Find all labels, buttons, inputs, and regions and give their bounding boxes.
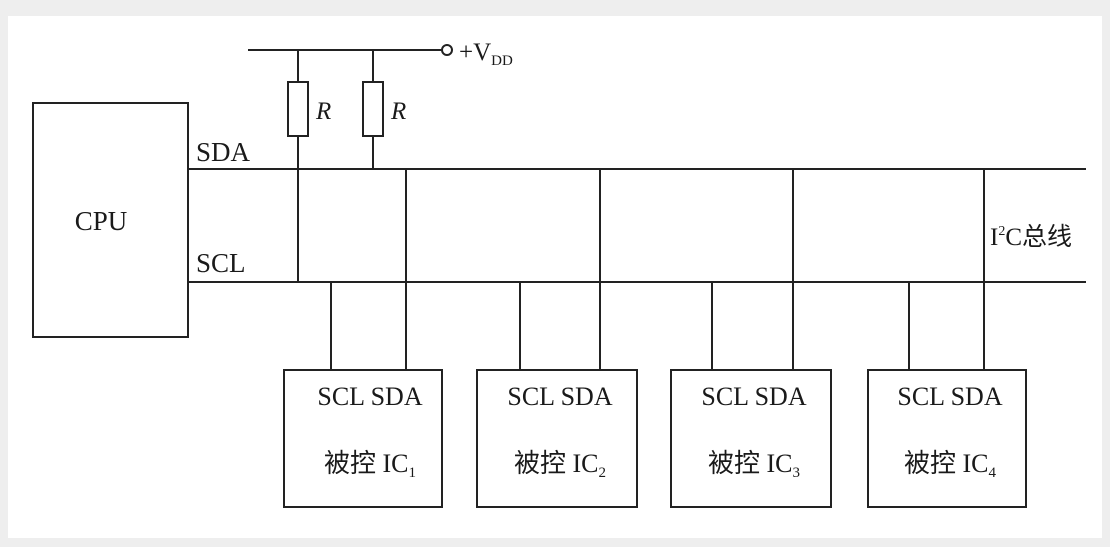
vdd-subscript: DD — [491, 53, 513, 69]
vdd-label: +VDD — [459, 39, 513, 69]
device-3-box — [670, 369, 832, 508]
device-1-box — [283, 369, 443, 508]
bus-label-suffix: C总线 — [1005, 223, 1072, 251]
device-1-name-text: 被控 IC — [324, 449, 409, 478]
device-2-pins: SCL SDA — [507, 382, 612, 411]
left-band — [0, 0, 8, 547]
device-4-box — [867, 369, 1027, 508]
device-1-name: 被控 IC1 — [324, 449, 416, 481]
bus-label: I2C总线 — [990, 223, 1072, 251]
device-2-name-text: 被控 IC — [514, 449, 599, 478]
device-4-name-text: 被控 IC — [904, 449, 989, 478]
cpu-box — [32, 102, 189, 338]
device-3-name: 被控 IC3 — [708, 449, 800, 481]
resistor-1 — [287, 81, 309, 137]
bottom-band — [0, 538, 1110, 547]
device-3-name-text: 被控 IC — [708, 449, 793, 478]
device-2-box — [476, 369, 638, 508]
cpu-label: CPU — [75, 206, 128, 236]
vdd-prefix: +V — [459, 39, 491, 66]
device-3-index: 3 — [793, 465, 801, 481]
right-band — [1102, 0, 1110, 547]
device-1-pins: SCL SDA — [317, 382, 422, 411]
resistor-2-label: R — [390, 98, 406, 125]
bus-label-prefix: I — [990, 224, 998, 251]
top-band — [0, 0, 1110, 16]
scl-label: SCL — [196, 248, 246, 278]
device-2-index: 2 — [599, 465, 607, 481]
device-3-pins: SCL SDA — [701, 382, 806, 411]
bus-label-superscript: 2 — [998, 224, 1005, 239]
device-1-index: 1 — [409, 465, 417, 481]
sda-label: SDA — [196, 137, 251, 167]
device-4-name: 被控 IC4 — [904, 449, 997, 481]
device-2-name: 被控 IC2 — [514, 449, 606, 481]
device-4-index: 4 — [989, 465, 997, 481]
vdd-terminal-icon — [441, 44, 453, 56]
device-4-pins: SCL SDA — [897, 382, 1002, 411]
resistor-1-label: R — [315, 98, 331, 125]
resistor-2 — [362, 81, 384, 137]
